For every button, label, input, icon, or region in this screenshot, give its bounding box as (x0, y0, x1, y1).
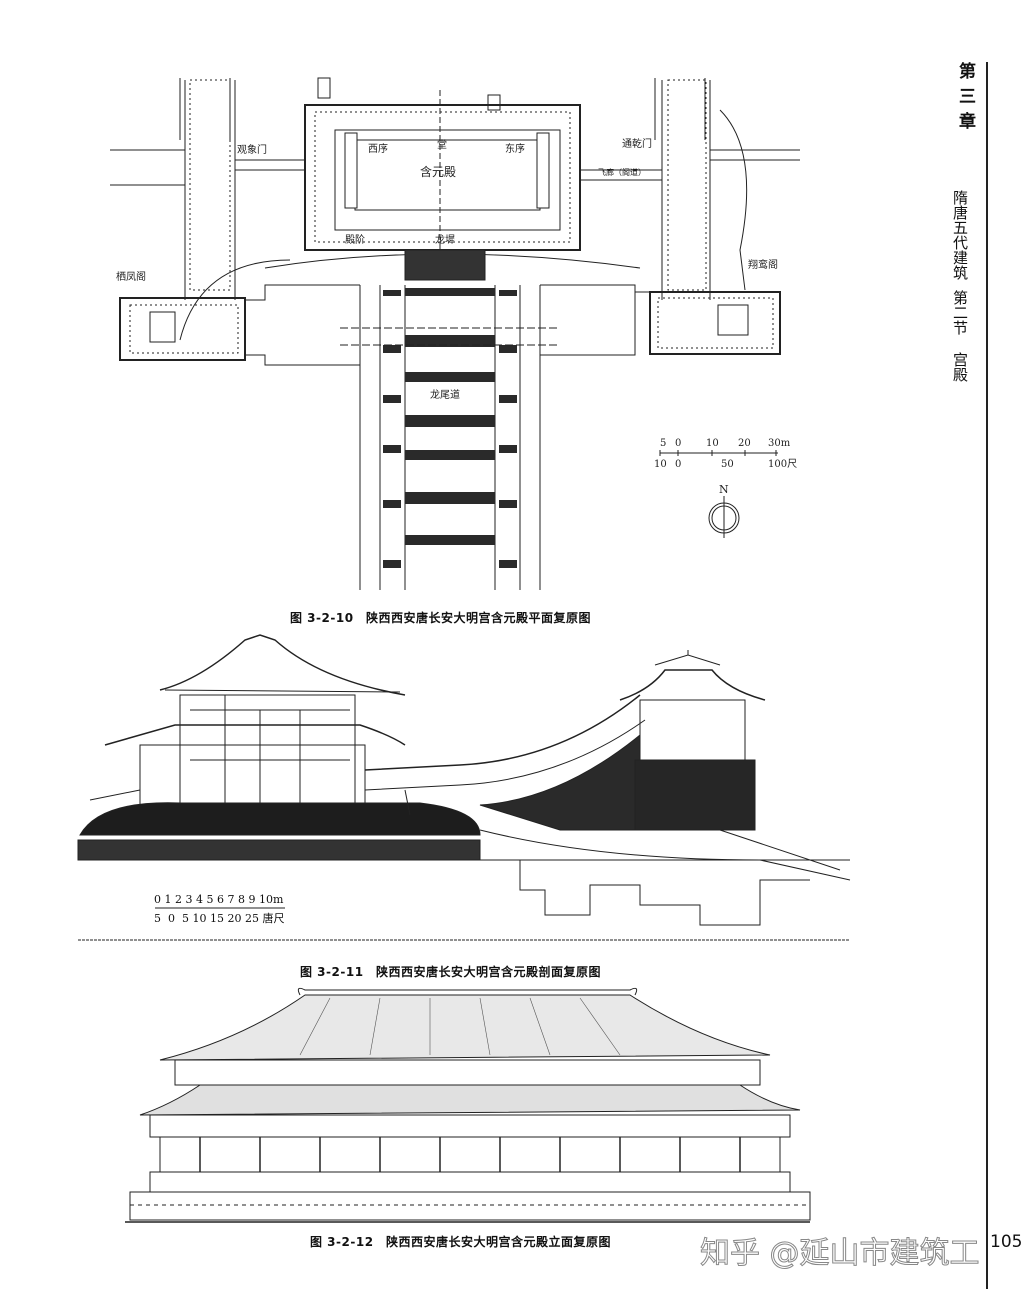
section-ground (78, 829, 851, 941)
elevation-lower-roof (139, 1084, 801, 1138)
section-main-hall (77, 634, 481, 861)
section-tower (619, 650, 766, 831)
figure1-caption: 图 3-2-10 陕西西安唐长安大明宫含元殿平面复原图 (290, 611, 592, 625)
label-xiangluan: 翔鸾阁 (748, 258, 778, 271)
scale-tick: 0 (675, 459, 681, 470)
scale-tick: 0 (675, 438, 681, 449)
label-tongqian-gate: 通乾门 (622, 137, 652, 150)
north-arrow-icon: N (708, 483, 740, 538)
section-number: 第二节 (951, 290, 969, 335)
watermark: 知乎 @延山市建筑工 (700, 1236, 981, 1272)
label-longchi: 龙墀 (435, 233, 455, 246)
chapter-title: 隋唐五代建筑 (951, 190, 969, 280)
chapter-heading: 第三章 (955, 62, 975, 137)
figure3-caption: 图 3-2-12 陕西西安唐长安大明宫含元殿立面复原图 (310, 1235, 612, 1249)
north-label: N (719, 483, 729, 496)
elevation-facade (159, 1136, 781, 1173)
ramp-steps (383, 288, 517, 568)
elevation-terrace (125, 1171, 811, 1223)
section-corridor (364, 694, 646, 831)
label-dianjie: 殿阶 (345, 233, 365, 246)
label-feilang: 飞廊（阁道） (598, 167, 646, 177)
section-scale-chi: 5 0 5 10 15 20 25 唐尺 (154, 912, 285, 925)
margin-rule (986, 62, 988, 1289)
plan-walls (110, 77, 800, 590)
label-guanxiang-gate: 观象门 (237, 143, 267, 156)
scale-tick: 30m (768, 438, 791, 449)
scale-tick: 100尺 (768, 458, 797, 470)
figure2-caption: 图 3-2-11 陕西西安唐长安大明宫含元殿剖面复原图 (300, 965, 602, 979)
label-west-xu: 西序 (368, 142, 388, 155)
plan-scale-bar: 5 0 10 20 30m 10 0 50 100尺 (654, 438, 797, 470)
label-qifeng: 栖凤阁 (116, 270, 146, 283)
label-hall: 含元殿 (420, 164, 456, 179)
section-title: 宫殿 (951, 352, 969, 382)
scale-tick: 10 (654, 459, 667, 470)
label-tang: 堂 (437, 139, 447, 151)
elevation-upper-roof (159, 987, 771, 1086)
scale-tick: 5 (660, 438, 666, 449)
scale-tick: 50 (721, 459, 734, 470)
section-scale-m: 0 1 2 3 4 5 6 7 8 9 10m (154, 893, 284, 906)
label-longwei-dao: 龙尾道 (430, 388, 460, 401)
page-number: 105 (990, 1232, 1023, 1252)
scale-tick: 20 (738, 438, 751, 449)
label-east-xu: 东序 (505, 142, 525, 155)
scale-tick: 10 (706, 438, 719, 449)
